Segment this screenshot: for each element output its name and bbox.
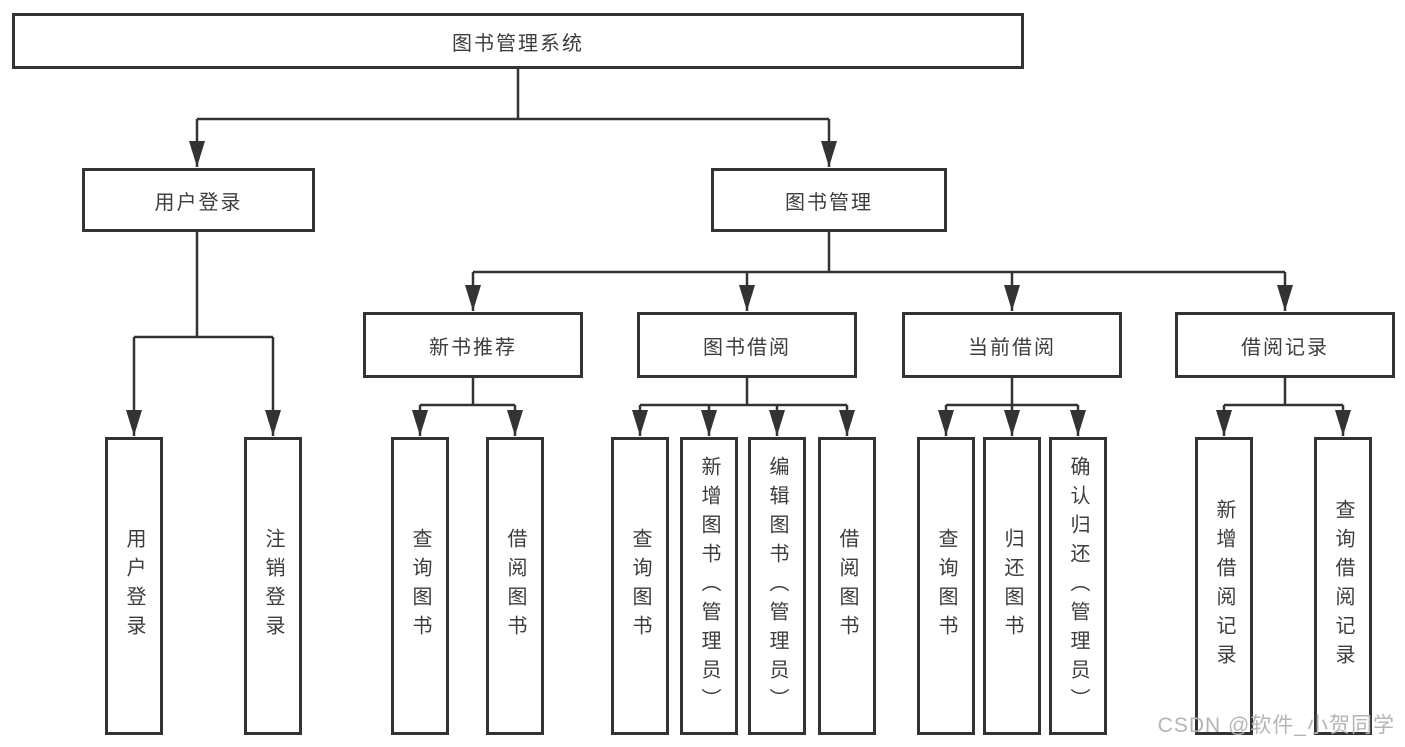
leaf-borrow-books-recommend: 借阅图书	[486, 437, 544, 735]
leaf-confirm-return-admin: 确认归还（管理员）	[1049, 437, 1107, 735]
node-label: 图书借阅	[703, 336, 791, 359]
node-user-login: 用户登录	[82, 168, 315, 232]
leaf-query-books-current: 查询图书	[917, 437, 975, 735]
connector-book-management-to-level3	[465, 232, 1293, 311]
connector-current-borrowing-to-leaves	[938, 378, 1086, 436]
leaf-query-books-recommend: 查询图书	[391, 437, 449, 735]
leaf-return-books: 归还图书	[983, 437, 1041, 735]
node-label: 查询图书	[935, 528, 957, 644]
leaf-add-book-admin: 新增图书（管理员）	[680, 437, 738, 735]
node-borrow-records: 借阅记录	[1175, 312, 1395, 378]
node-label: 借阅图书	[836, 528, 858, 644]
node-root: 图书管理系统	[12, 13, 1024, 69]
connector-root-to-level2	[189, 69, 837, 167]
node-label: 编辑图书（管理员）	[766, 455, 788, 717]
leaf-user-login: 用户登录	[105, 437, 163, 735]
leaf-query-books-borrowing: 查询图书	[611, 437, 669, 735]
node-label: 用户登录	[154, 191, 243, 214]
node-label: 用户登录	[123, 528, 145, 644]
node-label: 注销登录	[262, 528, 284, 644]
node-new-book-recommend: 新书推荐	[363, 312, 583, 378]
node-book-borrowing: 图书借阅	[637, 312, 857, 378]
node-label: 查询图书	[629, 528, 651, 644]
node-label: 借阅记录	[1241, 336, 1329, 359]
node-label: 确认归还（管理员）	[1067, 455, 1089, 717]
node-label: 新增图书（管理员）	[698, 455, 720, 717]
node-label: 查询图书	[409, 528, 431, 644]
node-label: 查询借阅记录	[1332, 499, 1354, 673]
leaf-logout: 注销登录	[244, 437, 302, 735]
watermark-text: CSDN @软件_小贺同学	[1157, 714, 1395, 737]
node-label: 图书管理	[785, 191, 873, 214]
node-label: 图书管理系统	[452, 32, 584, 55]
node-label: 当前借阅	[968, 336, 1056, 359]
leaf-query-borrow-record: 查询借阅记录	[1314, 437, 1372, 735]
connector-user-login-to-leaves	[126, 232, 281, 436]
leaf-add-borrow-record: 新增借阅记录	[1195, 437, 1253, 735]
node-book-management: 图书管理	[711, 168, 947, 232]
node-label: 归还图书	[1001, 528, 1023, 644]
connector-book-borrowing-to-leaves	[632, 378, 855, 436]
leaf-edit-book-admin: 编辑图书（管理员）	[748, 437, 806, 735]
leaf-borrow-books-borrowing: 借阅图书	[818, 437, 876, 735]
connector-borrow-records-to-leaves	[1216, 378, 1351, 436]
node-label: 新书推荐	[429, 336, 517, 359]
connector-new-book-recommend-to-leaves	[412, 378, 523, 436]
node-label: 借阅图书	[504, 528, 526, 644]
node-current-borrowing: 当前借阅	[902, 312, 1122, 378]
node-label: 新增借阅记录	[1213, 499, 1235, 673]
